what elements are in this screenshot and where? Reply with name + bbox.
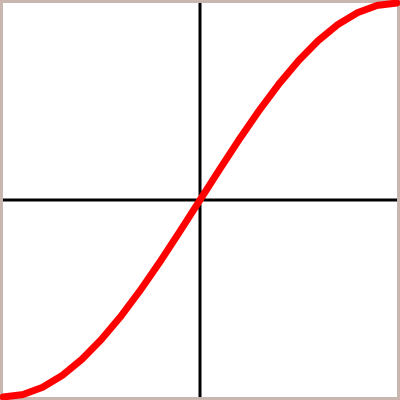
line-chart (0, 0, 400, 400)
series-line-0 (0, 0, 400, 400)
series-layer (0, 0, 400, 400)
